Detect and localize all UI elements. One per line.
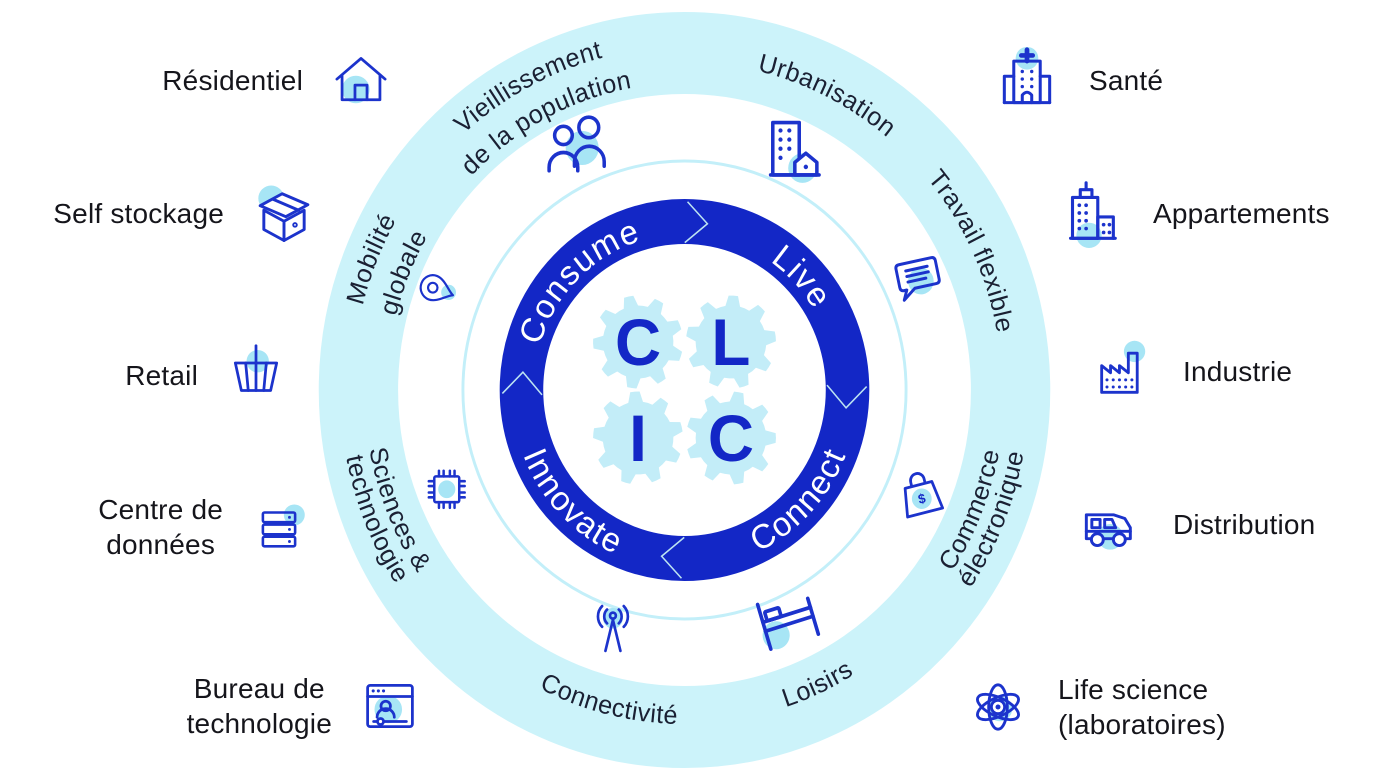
clic-letter: L [711, 305, 750, 379]
clic-letter: C [615, 305, 661, 379]
property-label: Retail [125, 359, 198, 391]
thin-circle [461, 159, 908, 621]
people-icon [547, 115, 607, 173]
ring-chevron [660, 536, 685, 579]
truck-icon [1079, 491, 1145, 557]
server-icon [250, 498, 308, 556]
bed-icon [751, 587, 821, 655]
location-pin-icon [416, 270, 459, 309]
apartments-icon [1055, 178, 1125, 248]
clic-ring [499, 199, 870, 581]
gear-shape [593, 295, 683, 389]
box-icon [251, 180, 317, 246]
property-sante: Santé [993, 46, 1163, 114]
gear-shape [686, 295, 776, 388]
property-appartements: Appartements [1055, 178, 1330, 248]
house-icon [330, 49, 392, 111]
property-label: Life science(laboratoires) [1058, 674, 1226, 740]
basket-icon [225, 344, 287, 406]
chat-icon [893, 255, 944, 303]
rings-diagram: ConsumeLiveConnectInnovateVieillissement… [318, 12, 1051, 768]
atom-icon [966, 675, 1030, 739]
gear-shape [687, 391, 776, 485]
antenna-icon [596, 604, 630, 653]
ring-chevron [684, 201, 709, 244]
factory-icon [1091, 339, 1155, 403]
property-residentiel: Résidentiel [162, 49, 392, 111]
property-label: Résidentiel [162, 64, 303, 96]
browser-icon [359, 675, 421, 737]
ring-chevron [501, 370, 543, 396]
property-label: Self stockage [53, 197, 224, 229]
property-label: Distribution [1173, 508, 1316, 540]
clic-letter: I [629, 401, 647, 475]
clic-letter: C [708, 401, 754, 475]
city-icon [768, 120, 821, 185]
property-retail: Retail [125, 344, 287, 406]
property-label: Industrie [1183, 355, 1293, 387]
property-self-stockage: Self stockage [53, 180, 317, 246]
hospital-icon [993, 46, 1061, 114]
shopping-bag-icon [896, 467, 945, 519]
gear-shape [593, 391, 683, 484]
property-label: Santé [1089, 64, 1164, 96]
trend-band [318, 12, 1051, 768]
chip-icon [427, 469, 466, 510]
property-distribution: Distribution [1079, 491, 1315, 557]
ring-chevron [826, 384, 868, 410]
property-life-science: Life science(laboratoires) [966, 672, 1226, 742]
property-label: Appartements [1153, 197, 1330, 229]
property-industrie: Industrie [1091, 339, 1292, 403]
